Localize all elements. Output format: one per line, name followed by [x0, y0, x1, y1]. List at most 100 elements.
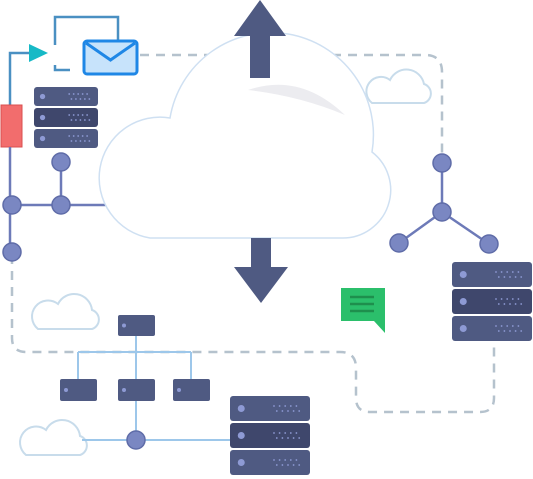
server-power-light	[459, 271, 467, 278]
server-vent-dot	[289, 459, 292, 461]
network-node	[432, 153, 452, 173]
server-vent-dot	[292, 464, 295, 466]
server-unit	[34, 129, 98, 148]
server-vent-dot	[497, 276, 500, 278]
server-vent-dot	[284, 405, 287, 407]
server-vent-dot	[511, 271, 514, 273]
server-vent-dot	[72, 114, 75, 116]
server-vent-dot	[68, 114, 71, 116]
alert-block	[0, 104, 23, 148]
server-vent-dot	[79, 119, 82, 121]
server-vent-dot	[503, 276, 506, 278]
server-vent-dot	[77, 93, 80, 95]
server-vent-dot	[520, 303, 523, 305]
dashed-path-top	[140, 53, 444, 160]
server-vent-dot	[75, 119, 77, 121]
org-box-led	[122, 388, 126, 392]
server-vent-dot	[298, 410, 301, 412]
server-unit	[230, 396, 310, 421]
server-unit	[452, 316, 532, 341]
server-vent-dot	[86, 93, 89, 95]
main-cloud-icon	[98, 31, 392, 239]
server-vent-dot	[500, 298, 503, 300]
server-vent-dot	[281, 464, 284, 466]
server-vent-dot	[298, 437, 301, 439]
server-vent-dot	[88, 140, 91, 142]
server-vent-dot	[506, 298, 509, 300]
server-vent-dot	[88, 98, 91, 100]
server-vent-dot	[287, 437, 289, 439]
chat-bubble-icon	[341, 288, 385, 333]
server-vent-dot	[79, 98, 82, 100]
server-rack-icon	[452, 262, 532, 341]
network-node	[51, 195, 71, 215]
server-vent-dot	[81, 114, 84, 116]
server-vent-dot	[295, 405, 298, 407]
org-chart-box	[118, 315, 155, 336]
network-node	[389, 233, 409, 253]
server-vent-dot	[77, 135, 80, 137]
server-vent-dot	[292, 437, 295, 439]
org-box-led	[122, 323, 126, 328]
server-vent-dot	[500, 325, 503, 327]
server-vent-dot	[503, 330, 506, 332]
server-unit	[34, 108, 98, 127]
server-vent-dot	[287, 464, 289, 466]
small-cloud-icon	[31, 293, 100, 330]
sync-arrows	[234, 0, 288, 303]
server-vent-dot	[509, 303, 511, 305]
server-vent-dot	[495, 325, 497, 327]
server-unit	[452, 262, 532, 287]
network-node	[479, 234, 499, 254]
server-vent-dot	[275, 410, 278, 412]
server-vent-dot	[292, 410, 295, 412]
main-cloud-shape	[98, 31, 392, 239]
org-box-body	[118, 315, 155, 336]
org-box-body	[60, 379, 97, 401]
server-vent-dot	[284, 459, 287, 461]
download-arrow-icon	[234, 238, 288, 303]
server-power-light	[237, 459, 245, 466]
server-vent-dot	[506, 325, 509, 327]
server-vent-dot	[295, 432, 298, 434]
server-power-light	[459, 325, 467, 332]
server-power-light	[39, 93, 46, 100]
server-vent-dot	[495, 298, 497, 300]
server-power-light	[237, 432, 245, 439]
server-vent-dot	[509, 330, 511, 332]
server-vent-dot	[70, 98, 73, 100]
server-racks	[34, 87, 532, 475]
bracket-line	[53, 15, 120, 45]
server-vent-dot	[284, 432, 287, 434]
server-vent-dot	[500, 271, 503, 273]
upload-arrow-icon	[234, 0, 286, 78]
server-vent-dot	[273, 432, 275, 434]
server-vent-dot	[509, 276, 511, 278]
server-vent-dot	[298, 464, 301, 466]
network-node	[2, 195, 22, 215]
network-nodes	[2, 152, 499, 450]
org-chart-boxes	[60, 315, 210, 401]
small-cloud-icon	[365, 68, 432, 104]
server-vent-dot	[275, 464, 278, 466]
org-chart-box	[173, 379, 210, 401]
server-vent-dot	[495, 271, 497, 273]
server-vent-dot	[517, 298, 520, 300]
email-group	[8, 15, 139, 105]
server-vent-dot	[273, 459, 275, 461]
server-vent-dot	[81, 93, 84, 95]
server-vent-dot	[68, 93, 71, 95]
envelope-icon	[82, 39, 139, 76]
org-chart-box	[60, 379, 97, 401]
server-vent-dot	[517, 325, 520, 327]
network-node	[51, 152, 71, 172]
server-vent-dot	[86, 135, 89, 137]
org-box-led	[64, 388, 68, 392]
server-vent-dot	[506, 271, 509, 273]
send-arrow-icon	[29, 44, 48, 62]
server-vent-dot	[278, 405, 281, 407]
server-power-light	[39, 114, 46, 121]
server-vent-dot	[511, 325, 514, 327]
server-rack-icon	[230, 396, 310, 475]
